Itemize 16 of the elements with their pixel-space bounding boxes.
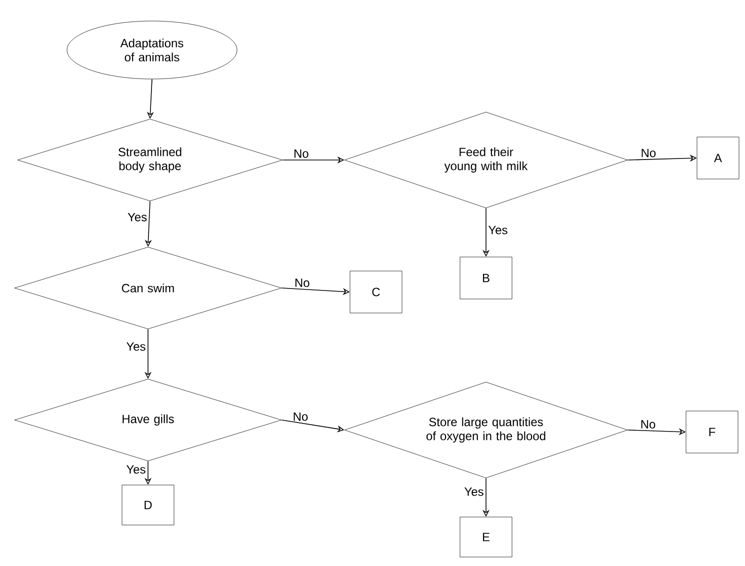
outcome-box: A <box>696 136 740 180</box>
outcome-box: D <box>122 484 174 526</box>
edge-label: Yes <box>488 226 508 234</box>
outcome-box: F <box>686 410 738 454</box>
outcome-box: B <box>460 256 512 300</box>
outcome-box: E <box>460 516 512 558</box>
edge-label: No <box>642 148 656 158</box>
edge-label: No <box>294 149 308 158</box>
edge-label: Yes <box>126 342 146 351</box>
edge-label: No <box>641 420 656 428</box>
edge-label: Yes <box>464 488 484 496</box>
edge-label: Yes <box>128 212 147 222</box>
edge-label: No <box>294 412 308 421</box>
edge-label: Yes <box>126 465 146 474</box>
outcome-box: C <box>350 270 402 314</box>
edge-label: No <box>295 278 310 287</box>
